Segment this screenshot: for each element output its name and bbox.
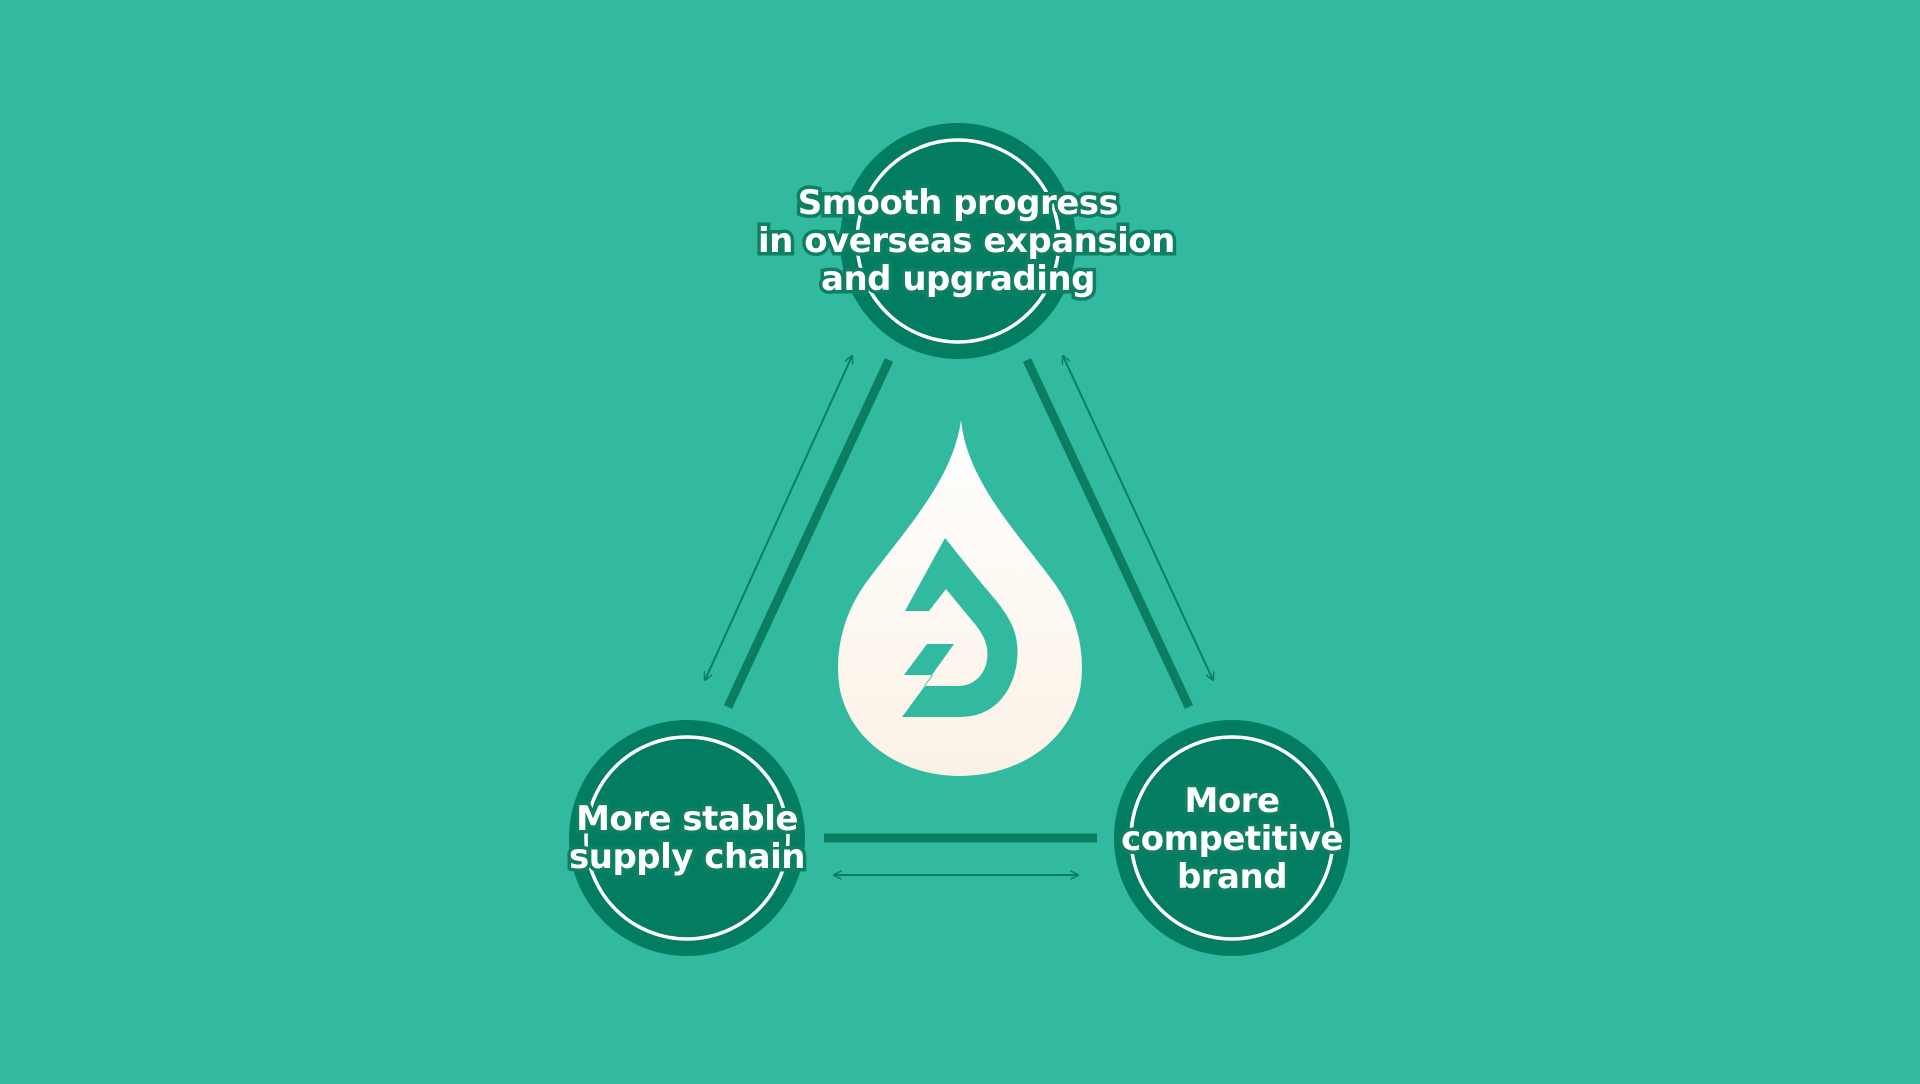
node-supply-chain-label: More stable supply chain (537, 797, 837, 880)
connector-top-to-supply-chain (705, 356, 894, 709)
connector-supply-chain-to-brand (824, 833, 1097, 875)
node-top-label: Smooth progress in overseas expansion an… (755, 181, 1179, 302)
node-brand-circle (1114, 720, 1350, 956)
node-supply-chain-line-2: supply chain (566, 835, 809, 880)
node-supply-chain-line-1: More stable (573, 797, 802, 842)
node-brand-line-2: competitive (1118, 817, 1347, 862)
node-brand-line-3: brand (1173, 855, 1291, 900)
connector-top-to-brand (1022, 356, 1213, 709)
node-top-line-2: in overseas expansion (755, 219, 1179, 264)
logo-mark (902, 538, 1018, 717)
node-brand-label: More competitive brand (1082, 779, 1382, 900)
node-top-line-3: and upgrading (818, 257, 1099, 302)
node-top-line-1: Smooth progress (794, 181, 1122, 226)
double-arrow (705, 356, 852, 680)
node-top-circle (840, 123, 1076, 359)
node-supply-chain-circle (569, 720, 805, 956)
water-drop-z-logo-icon (838, 420, 1082, 776)
node-brand-line-1: More (1181, 779, 1284, 824)
double-arrow (1063, 356, 1213, 680)
